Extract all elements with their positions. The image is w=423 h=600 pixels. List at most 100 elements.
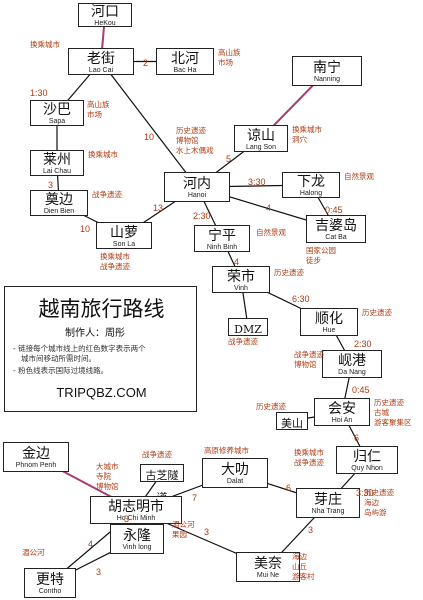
city-name-en: Hoi An [331, 417, 353, 424]
note-line: 高山族 [87, 100, 110, 109]
travel-time-hcmc-cantho: 4 [88, 539, 94, 549]
city-name-en: Ho Chi Minh [116, 515, 156, 522]
note-quynhon: 换乘城市战争遗迹 [294, 448, 324, 468]
city-name: 沙巴 [43, 102, 71, 118]
city-name: 会安 [328, 401, 356, 417]
travel-time-ninhbinh-vinh: 4 [234, 257, 240, 267]
legend-line: - 链接每个城市线上的红色数字表示两个 [13, 344, 146, 353]
city-name: 河内 [183, 176, 211, 192]
city-name: 永隆 [123, 528, 151, 544]
city-name: DMZ [234, 323, 262, 336]
note-line: 国家公园 [306, 246, 336, 255]
note-line: 战争遗迹 [294, 458, 324, 467]
travel-time-danang-hoian: 0:45 [352, 385, 370, 395]
city-name-en: Lai Chau [42, 168, 72, 175]
city-name-en: Son La [112, 240, 136, 248]
note-line: 湄公河 [22, 548, 45, 557]
note-line: 战争遗迹 [100, 262, 130, 271]
city-name-en: Ninh Binh [206, 243, 238, 251]
note-dmz: 战争遗迹 [228, 337, 258, 347]
city-name: 下龙 [297, 174, 325, 190]
note-sapa: 高山族市场 [87, 100, 110, 120]
note-line: 历史遗迹 [364, 488, 394, 497]
city-name: 更特 [36, 572, 64, 588]
note-muine: 海边山丘游客村 [292, 552, 315, 582]
note-line: 历史遗迹 [362, 308, 392, 317]
travel-time-laocai-bacha: 2 [143, 58, 149, 68]
note-danang: 战争遗迹博物馆 [294, 350, 324, 370]
legend-box: 越南旅行路线 制作人：周彤 - 链接每个城市线上的红色数字表示两个 城市间移动所… [4, 286, 197, 412]
note-line: 战争遗迹 [92, 190, 122, 199]
city-name: 芽庄 [314, 492, 342, 508]
city-myson: 美山 [276, 412, 308, 430]
note-laocai: 换乘城市 [30, 40, 60, 50]
city-name-en: Lang Son [246, 143, 276, 151]
city-name: 宁平 [208, 227, 236, 244]
note-line: 游客聚集区 [374, 418, 412, 427]
note-cuchi: 战争遗迹 [142, 450, 172, 460]
note-cantho: 湄公河 [22, 548, 45, 558]
city-name: 美山 [281, 417, 303, 430]
travel-time-dienbien-sonla: 10 [80, 224, 91, 234]
travel-time-laocai-hanoi: 10 [144, 132, 155, 142]
travel-time-muine-nhatrang: 3 [308, 525, 314, 535]
city-name-en: Vinh long [122, 544, 152, 551]
note-hoian: 历史遗迹古城游客聚集区 [374, 398, 412, 428]
note-line: 湄公河 [172, 520, 195, 529]
note-catba: 国家公园徒步 [306, 246, 336, 266]
note-dalat: 高原修养城市 [204, 446, 249, 456]
city-name: 奠边 [45, 192, 73, 208]
note-line: 战争遗迹 [294, 350, 324, 359]
city-name: 老街 [87, 50, 115, 67]
note-line: 游客村 [292, 572, 315, 581]
travel-time-sonla-hanoi: 13 [153, 203, 164, 213]
city-name-en: Nha Trang [311, 508, 345, 515]
note-laichau: 换乘城市 [88, 150, 118, 160]
note-line: 换乘城市 [292, 125, 322, 134]
city-name: 金边 [22, 446, 50, 462]
note-vinhlong: 湄公河果园 [172, 520, 195, 540]
note-line: 海边 [292, 552, 307, 561]
city-name: 莱州 [43, 152, 71, 168]
city-name-en: Nanning [313, 76, 341, 83]
city-name-en: Halong [299, 190, 323, 197]
travel-time-hanoi-halong: 3:30 [248, 177, 266, 187]
note-hue: 历史遗迹 [362, 308, 392, 318]
travel-time-hcmc-dalat: 7 [192, 493, 198, 503]
city-name: 南宁 [313, 60, 341, 76]
note-line: 徒步 [306, 256, 321, 265]
city-name: 胡志明市 [108, 499, 164, 515]
route-laocai-hanoi [100, 61, 198, 188]
travel-time-hue-danang: 2:30 [354, 339, 372, 349]
legend-item-pink-lines: - 粉色线表示国际过境线路。 [13, 366, 108, 376]
city-name: 荣市 [227, 268, 255, 285]
city-name-en: Contho [38, 588, 62, 595]
travel-time-halong-catba: 0:45 [325, 205, 343, 215]
note-line: 大城市 [96, 462, 119, 471]
note-line: 高原修养城市 [204, 446, 249, 455]
note-line: 洞穴 [292, 135, 307, 144]
note-line: 寺院 [96, 472, 111, 481]
note-line: 市场 [87, 110, 102, 119]
note-langson: 换乘城市洞穴 [292, 125, 322, 145]
note-hcmc: 大城市寺院博物馆 [96, 462, 119, 492]
note-halong: 自然景观 [344, 172, 374, 182]
note-hanoi: 历史遗迹博物馆水上木偶戏 [176, 126, 214, 156]
note-vinh: 历史遗迹 [274, 268, 304, 278]
note-line: 水上木偶戏 [176, 146, 214, 155]
city-name: 吉婆岛 [315, 218, 357, 234]
travel-time-quynhon-nhatrang: 3:30 [356, 488, 374, 498]
note-line: 博物馆 [176, 136, 199, 145]
